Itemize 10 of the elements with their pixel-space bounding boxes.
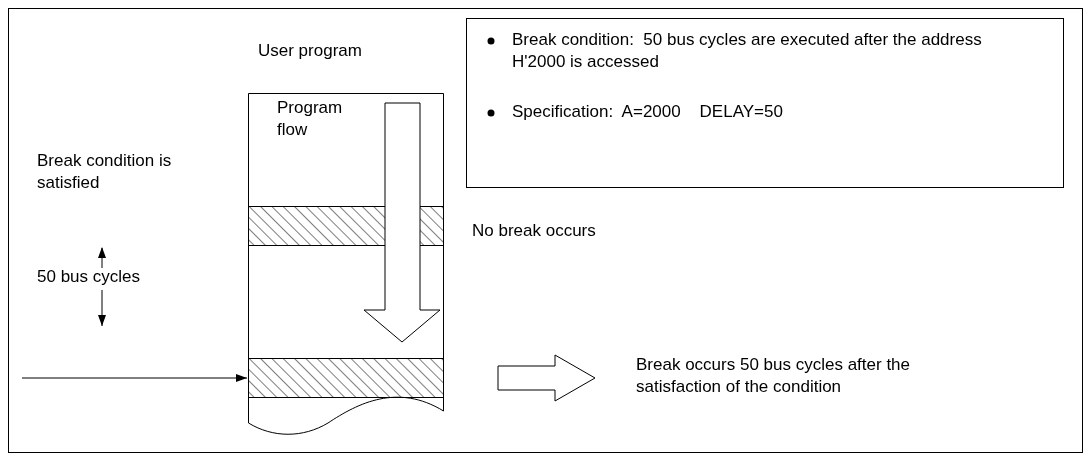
bullet-text: Break condition: 50 bus cycles are executed after the address H'2000 is accessed [512,29,982,73]
band-note: No break occurs [472,220,596,242]
bullet-text: Specification: A=2000 DELAY=50 [512,101,784,123]
arrow [21,374,248,382]
heading: User program [258,40,362,62]
condition-label: Break condition is satisfied [37,150,173,194]
dimension-label: 50 bus cycles [37,266,140,288]
result-text: Break occurs 50 bus cycles after the satisfaction of the condition [636,354,912,398]
flow-label: Program flow [277,97,344,141]
note-box [466,18,1064,188]
